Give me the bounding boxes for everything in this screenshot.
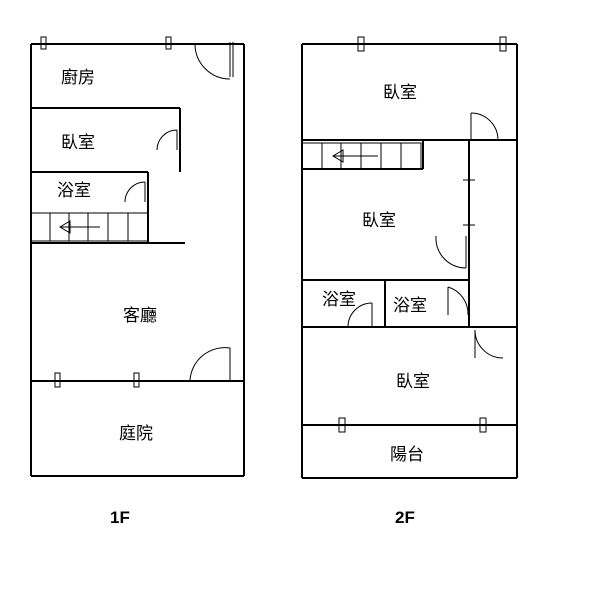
outer-walls-1f — [30, 43, 245, 477]
room-label-living-room: 客廳 — [123, 306, 157, 325]
room-label-bathroom-left: 浴室 — [322, 290, 356, 309]
room-label-bedroom: 臥室 — [61, 133, 95, 152]
floor-label-1f: 1F — [110, 508, 130, 527]
window-markers-2f — [338, 36, 507, 433]
room-label-bedroom-rear: 臥室 — [396, 372, 430, 391]
room-label-bathroom-right: 浴室 — [393, 296, 427, 315]
room-label-courtyard: 庭院 — [119, 424, 153, 443]
staircase-1f — [30, 212, 149, 242]
room-label-kitchen: 廚房 — [61, 67, 95, 87]
floor-plan-1f: 廚房 臥室 浴室 客廳 庭院 1F — [30, 36, 245, 527]
window-markers-1f — [40, 36, 172, 388]
doors-2f — [347, 112, 504, 359]
outer-walls-2f — [301, 43, 518, 479]
doors-1f — [124, 42, 234, 381]
interior-walls-1f — [31, 107, 244, 382]
staircase-2f — [301, 142, 422, 170]
room-label-balcony: 陽台 — [390, 445, 424, 464]
room-label-bathroom: 浴室 — [57, 181, 91, 200]
room-label-bedroom-middle: 臥室 — [362, 211, 396, 230]
floor-plan-2f: 臥室 臥室 浴室 浴室 臥室 陽台 2F — [301, 36, 518, 527]
floor-label-2f: 2F — [395, 508, 415, 527]
room-label-bedroom-front: 臥室 — [383, 83, 417, 102]
